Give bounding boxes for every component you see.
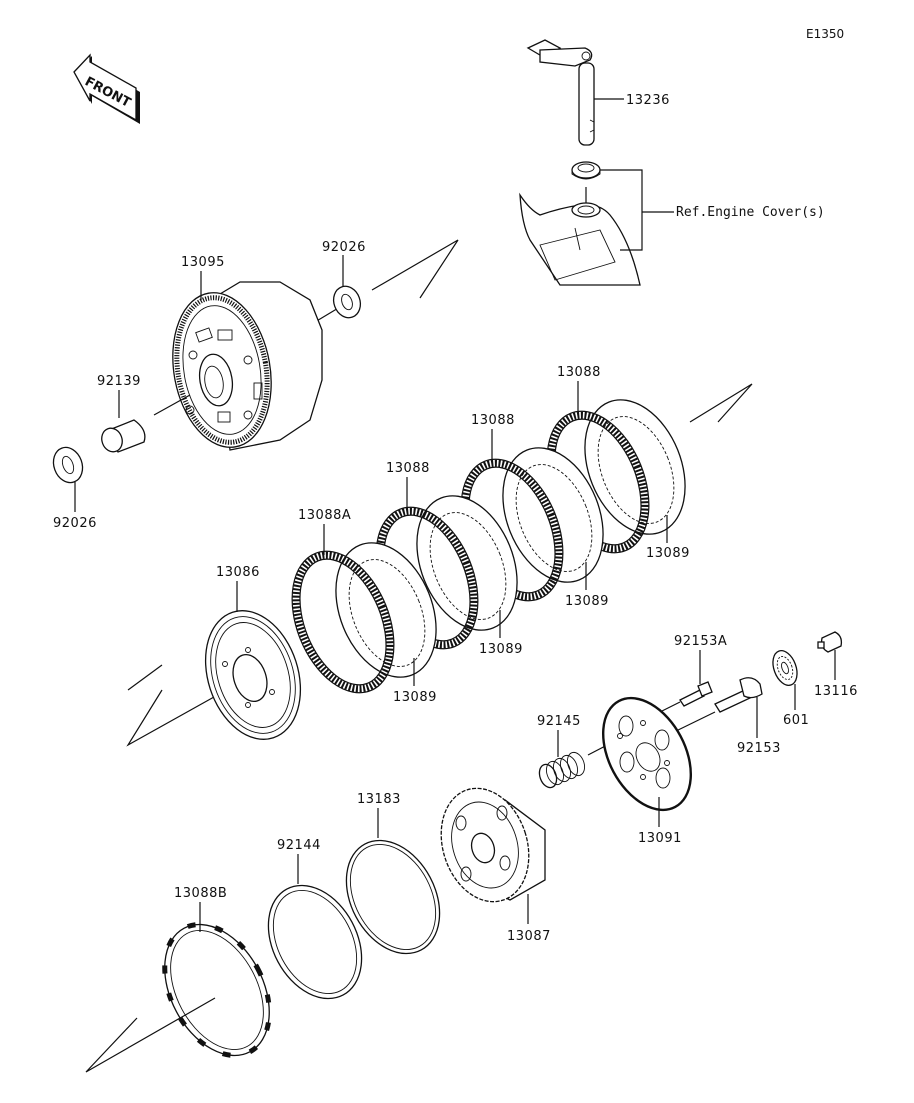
ref-bracket (600, 169, 643, 251)
axis-arrow-clutch-pack (689, 383, 753, 423)
axis-line-92153 (673, 711, 716, 733)
callout-13088-3[interactable]: 13088 (557, 365, 601, 380)
axis-line-92139 (153, 394, 191, 416)
callout-13088-1[interactable]: 13088 (386, 461, 430, 476)
part-13088A-friction-plate[interactable] (273, 536, 414, 708)
callout-92026-top[interactable]: 92026 (322, 240, 366, 255)
callout-13088B[interactable]: 13088B (174, 886, 227, 901)
part-92153-bolt[interactable] (714, 677, 763, 713)
callout-13087[interactable]: 13087 (507, 929, 551, 944)
callout-13086[interactable]: 13086 (216, 565, 260, 580)
axis-arrow-13088B (85, 997, 216, 1073)
part-92026-washer-top[interactable] (329, 283, 364, 322)
callout-92144[interactable]: 92144 (277, 838, 321, 853)
callout-92026-bottom[interactable]: 92026 (53, 516, 97, 531)
callout-13236[interactable]: 13236 (626, 93, 670, 108)
callout-13091[interactable]: 13091 (638, 831, 682, 846)
callout-92153[interactable]: 92153 (737, 741, 781, 756)
part-601-bearing[interactable] (769, 647, 802, 688)
callout-13116[interactable]: 13116 (814, 684, 858, 699)
axis-line-92153A (659, 701, 681, 713)
callout-601[interactable]: 601 (783, 713, 809, 728)
part-13087-clutch-boss[interactable] (427, 777, 546, 913)
axis-arrow-13086-a (127, 664, 163, 691)
axis-arrow (371, 239, 459, 299)
callout-92153A[interactable]: 92153A (674, 634, 727, 649)
callout-13089-3[interactable]: 13089 (565, 594, 609, 609)
callout-13089-4[interactable]: 13089 (646, 546, 690, 561)
callout-13088A[interactable]: 13088A (298, 508, 351, 523)
part-13088B-friction-plate[interactable] (144, 907, 291, 1074)
callout-13089-1[interactable]: 13089 (393, 690, 437, 705)
axis-arrow-13086 (126, 677, 249, 747)
part-92139-sleeve[interactable] (98, 419, 146, 455)
part-92145-spring[interactable] (536, 750, 587, 790)
front-arrow-icon: FRONT (73, 53, 140, 124)
part-92153A-bolt[interactable] (679, 681, 713, 707)
callout-13088-2[interactable]: 13088 (471, 413, 515, 428)
callout-13095[interactable]: 13095 (181, 255, 225, 270)
diagram-code: E1350 (806, 27, 844, 41)
part-92144-ring[interactable] (250, 869, 381, 1014)
callout-92139[interactable]: 92139 (97, 374, 141, 389)
engine-cover-fragment (519, 192, 641, 286)
part-13116-pin[interactable] (817, 631, 843, 653)
callout-92145[interactable]: 92145 (537, 714, 581, 729)
callout-13089-2[interactable]: 13089 (479, 642, 523, 657)
part-13095-clutch-housing[interactable] (161, 281, 323, 455)
part-13086-clutch-hub[interactable] (190, 598, 316, 751)
part-13183-ring[interactable] (328, 824, 459, 969)
part-13091-pressure-plate[interactable] (585, 683, 708, 825)
oil-seal (571, 161, 601, 180)
part-92026-washer-bottom[interactable] (49, 443, 88, 486)
callout-13183[interactable]: 13183 (357, 792, 401, 807)
reference-note[interactable]: Ref.Engine Cover(s) (676, 205, 825, 220)
part-13236-release-shaft[interactable] (526, 39, 595, 146)
